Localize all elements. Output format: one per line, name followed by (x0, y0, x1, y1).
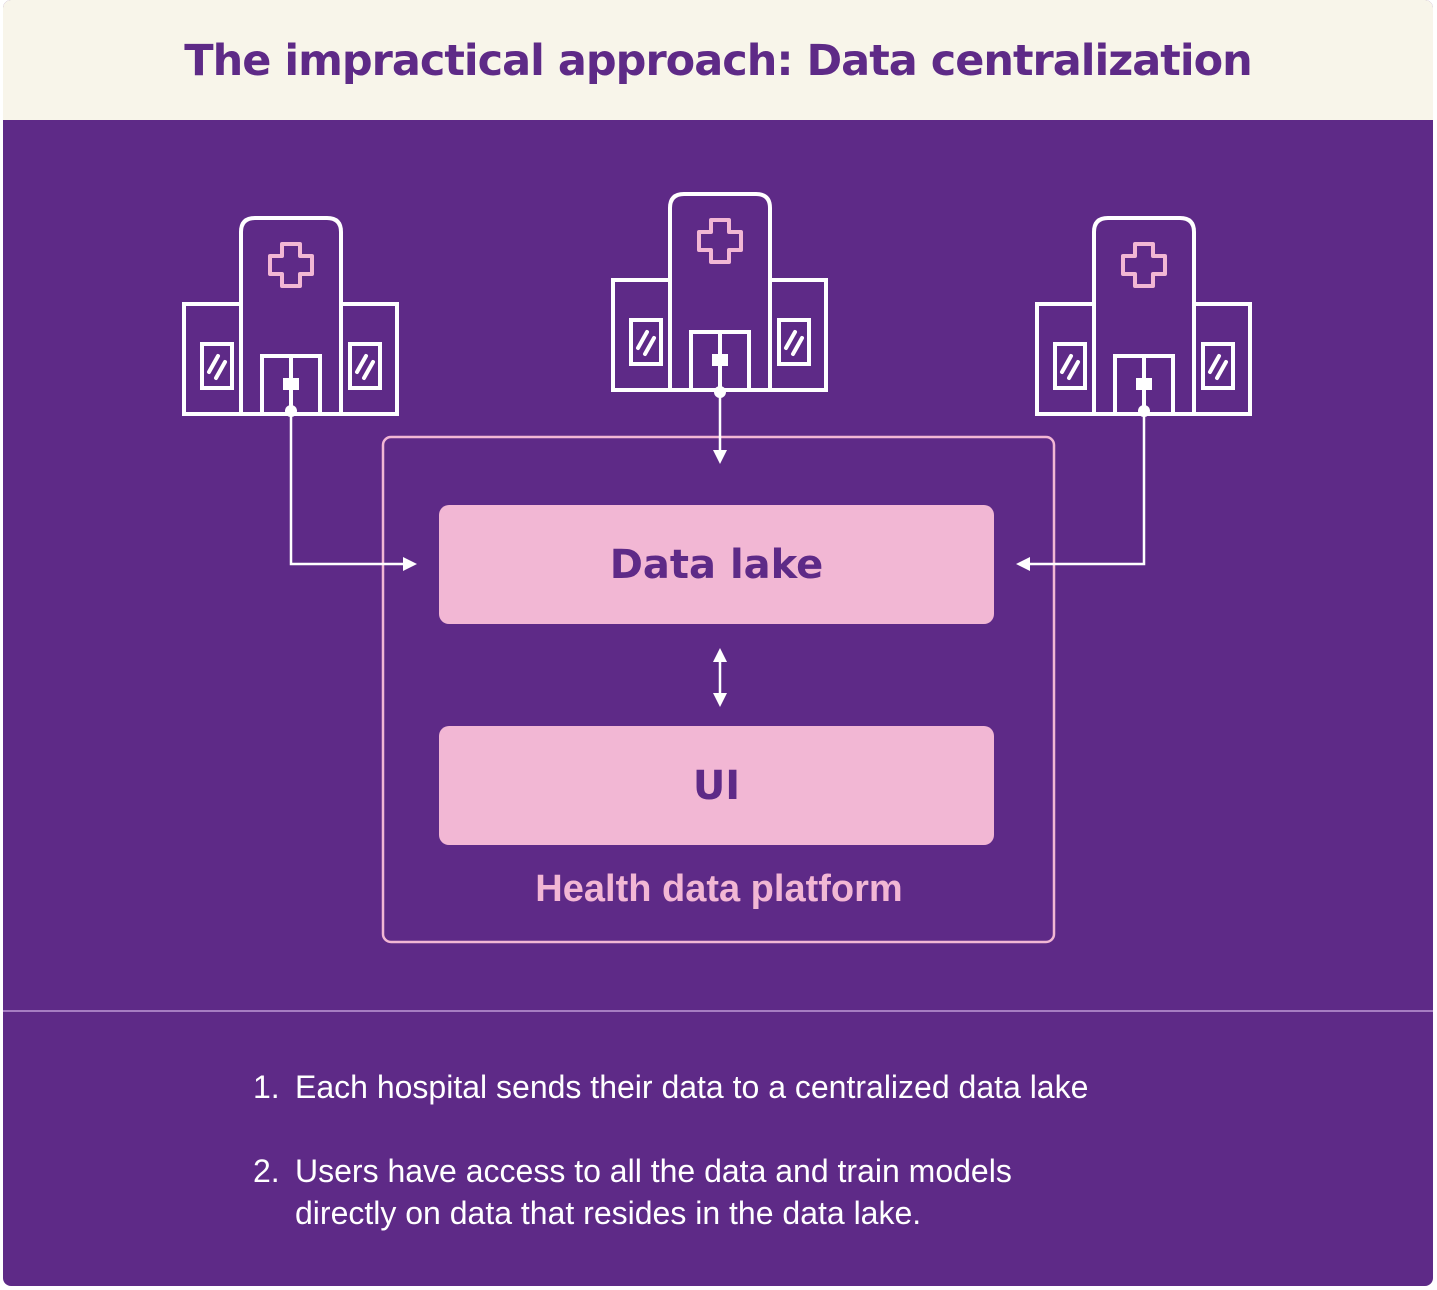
data-lake-label: Data lake (609, 541, 824, 588)
ui-box (439, 726, 994, 845)
steps-list: 1. Each hospital sends their data to a c… (253, 1066, 1253, 1276)
step-item: 1. Each hospital sends their data to a c… (253, 1066, 1253, 1108)
centralization-diagram (182, 192, 1252, 944)
header: The impractical approach: Data centraliz… (3, 0, 1433, 120)
data-lake-box (439, 505, 994, 624)
health-data-platform-frame (381, 435, 1056, 944)
center-hospital-arrow (713, 386, 727, 464)
step-text: Each hospital sends their data to a cent… (295, 1069, 1089, 1105)
health-data-platform-label: Health data platform (535, 868, 903, 910)
left-hospital-arrow (285, 405, 417, 571)
divider (3, 1010, 1433, 1012)
hospital-right-icon (1035, 216, 1252, 416)
step-item: 2. Users have access to all the data and… (253, 1150, 1253, 1234)
hospital-left-icon (182, 216, 399, 416)
step-number: 2. (253, 1153, 280, 1189)
step-number: 1. (253, 1069, 280, 1105)
diagram-card: The impractical approach: Data centraliz… (3, 0, 1433, 1286)
step-text: Users have access to all the data and tr… (295, 1153, 1012, 1231)
hospital-center-icon (611, 192, 828, 392)
page-title: The impractical approach: Data centraliz… (184, 36, 1252, 86)
ui-label: UI (692, 762, 741, 809)
bidirectional-arrow (713, 648, 727, 707)
right-hospital-arrow (1016, 405, 1150, 571)
